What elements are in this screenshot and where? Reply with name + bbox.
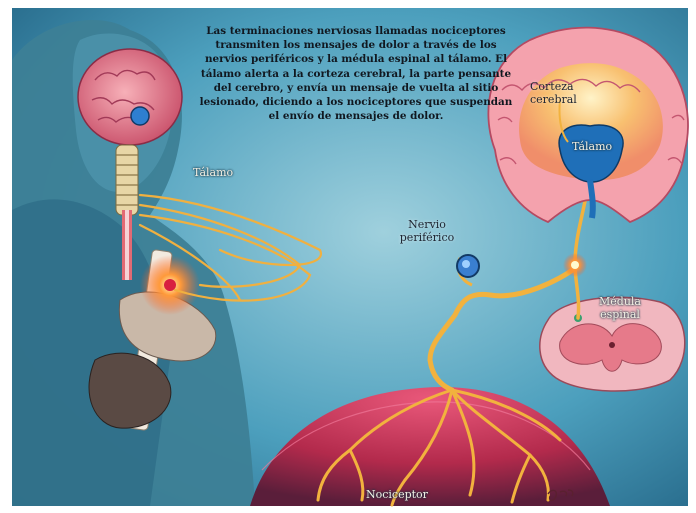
label-talamo-left: Tálamo bbox=[193, 166, 233, 179]
label-corteza-cerebral: Corteza cerebral bbox=[530, 80, 590, 106]
caption-text: Las terminaciones nerviosas llamadas noc… bbox=[196, 24, 516, 123]
label-talamo-right: Tálamo bbox=[572, 140, 612, 153]
label-medula-espinal: Médula espinal bbox=[592, 295, 648, 321]
label-nervio-periferico: Nervio periférico bbox=[392, 218, 462, 244]
label-nociceptor: Nociceptor bbox=[366, 488, 428, 501]
